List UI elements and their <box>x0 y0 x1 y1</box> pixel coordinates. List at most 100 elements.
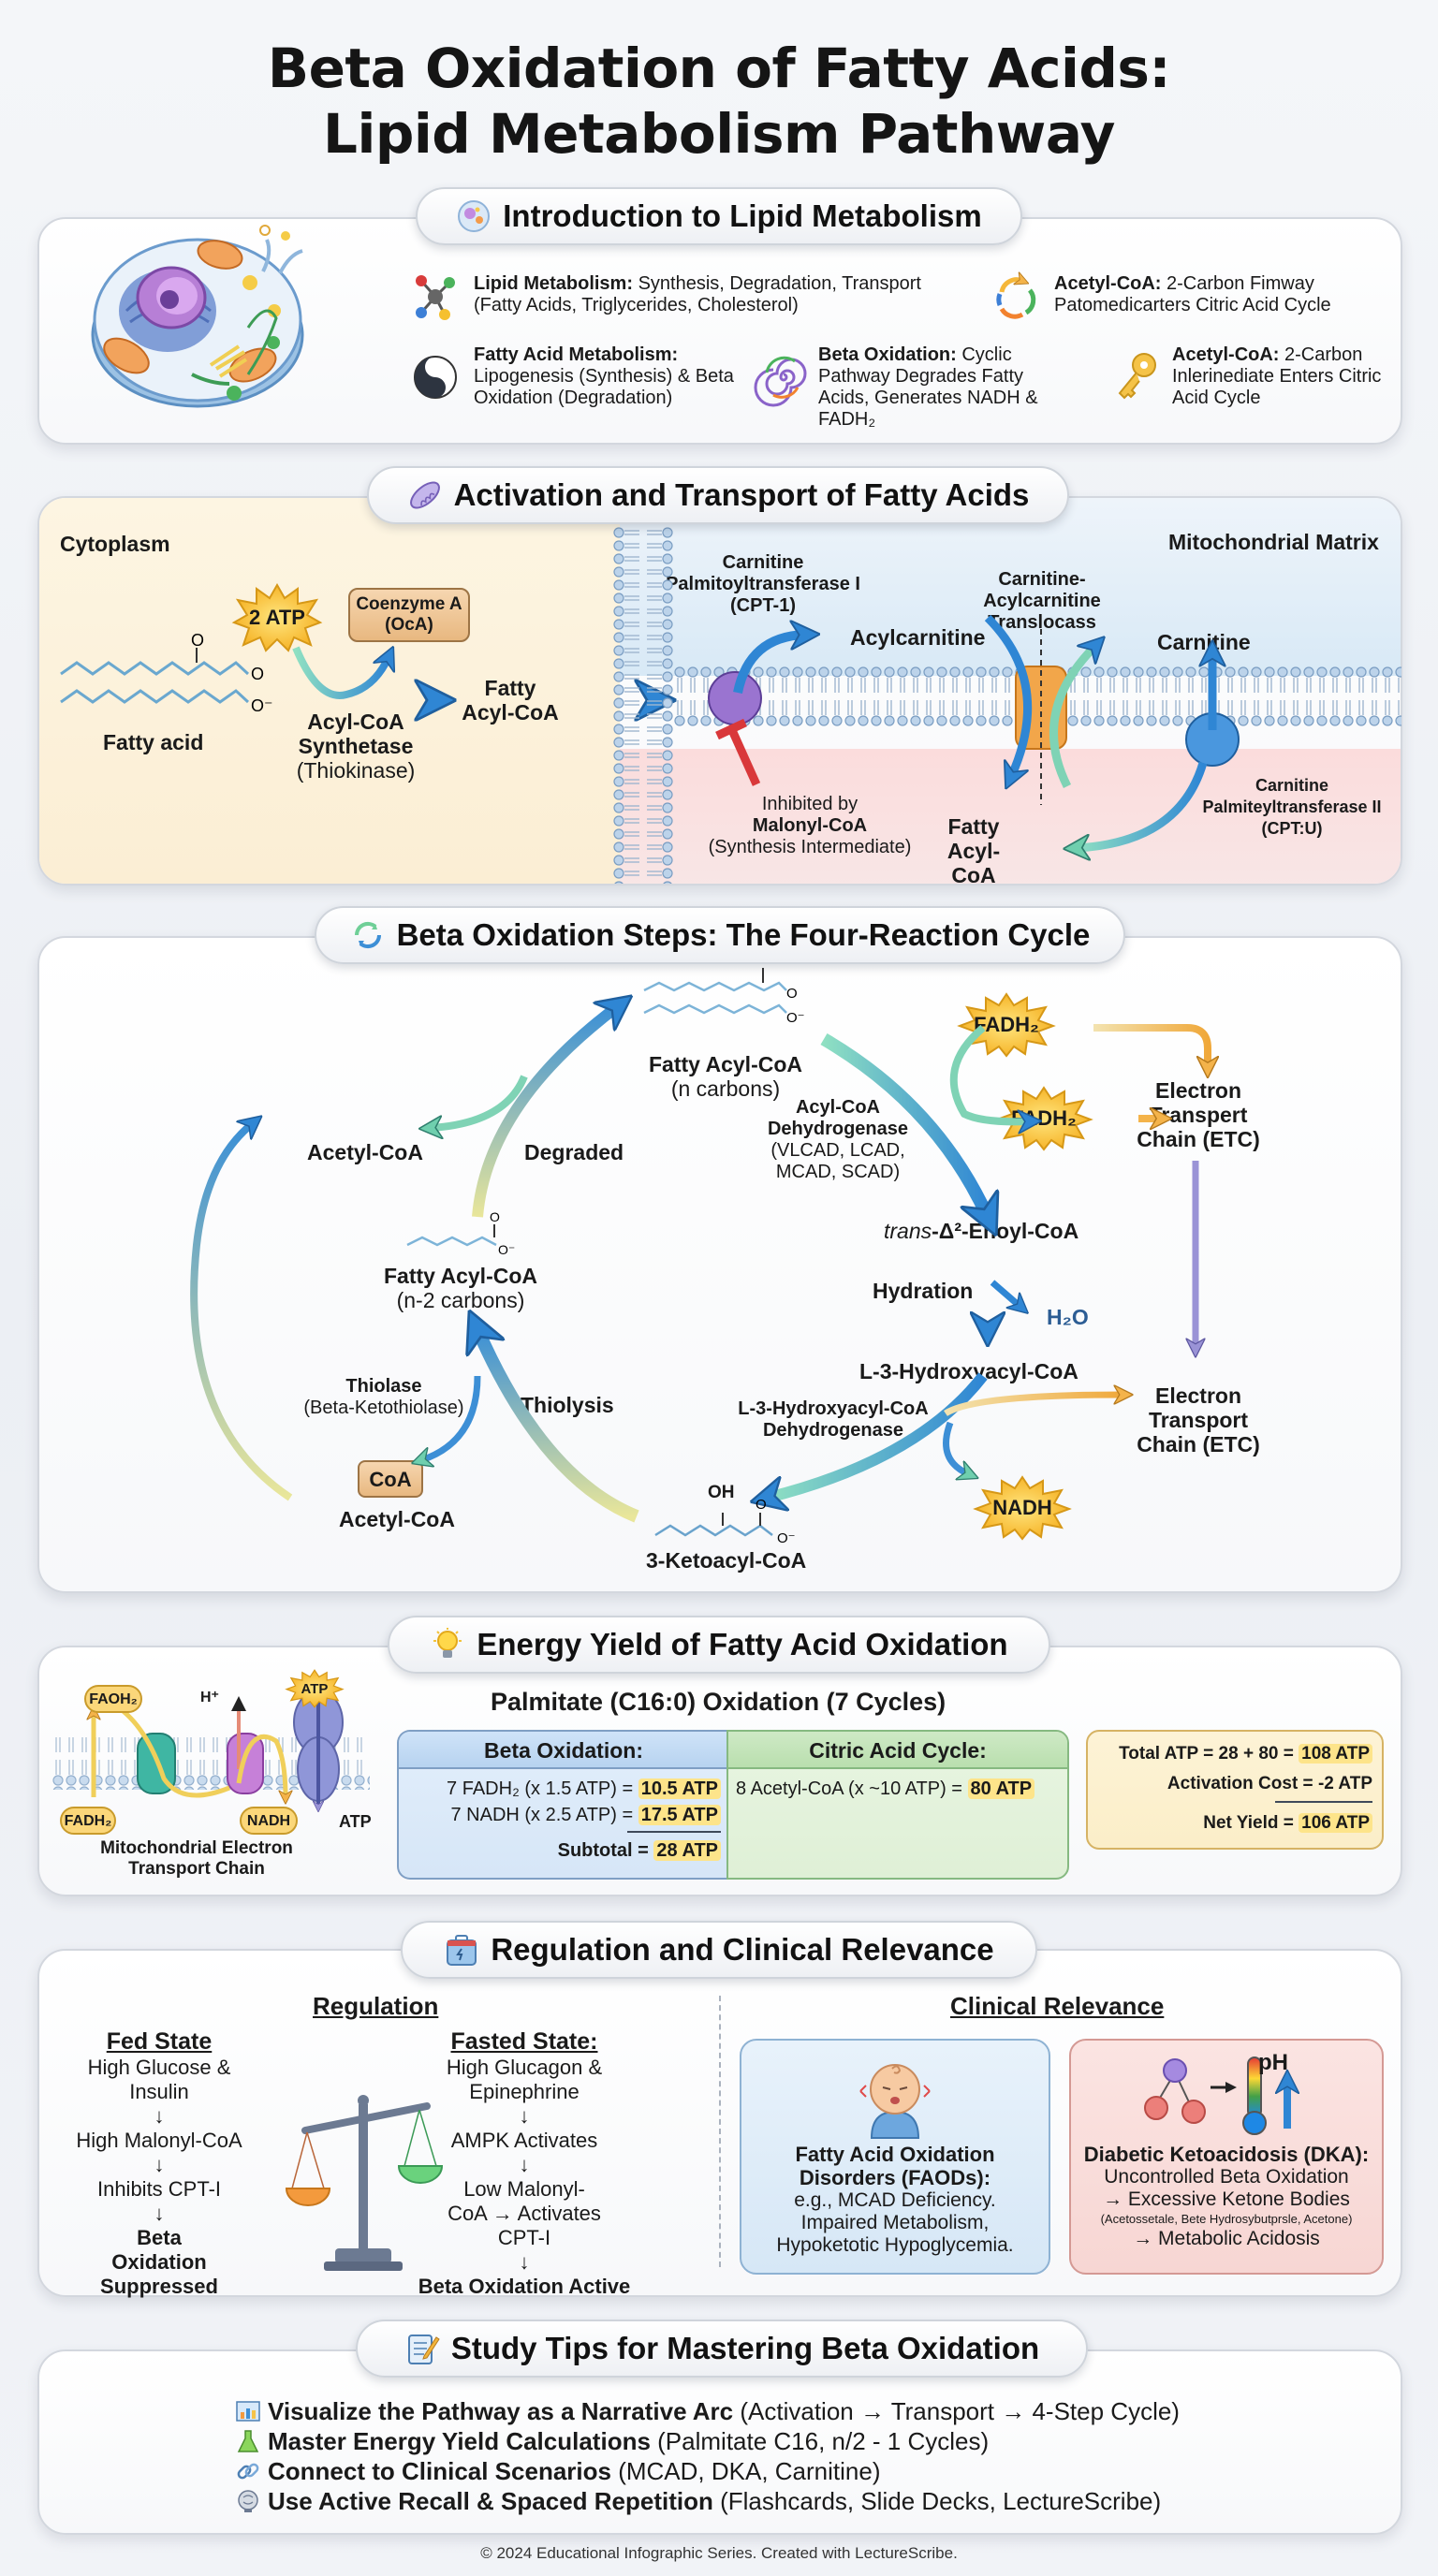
outer-membrane <box>613 526 673 884</box>
cell-icon <box>456 198 492 234</box>
balance-scale-icon <box>285 2095 444 2271</box>
cycle-arrows-icon <box>996 273 1036 319</box>
thiolysis-label: Thiolysis <box>521 1393 614 1417</box>
page-title: Beta Oxidation of Fatty Acids: Lipid Met… <box>267 37 1171 166</box>
atp-burst: 2 ATP <box>231 582 323 652</box>
fadh2-burst-bottom: FADH₂ <box>994 1086 1093 1151</box>
atp-summary-box: Total ATP = 28 + 80 = 108 ATP Activation… <box>1086 1730 1384 1850</box>
tip-item: Connect to Clinical Scenarios (MCAD, DKA… <box>236 2456 1313 2486</box>
cpt1-label: Carnitine Palmitoyltransferase I (CPT-1) <box>666 552 860 616</box>
etc-atp: ATP <box>339 1812 372 1831</box>
intro-heading: Introduction to Lipid Metabolism <box>416 187 1022 245</box>
translocase-label: Carnitine- Acylcarnitine Translocass <box>983 569 1101 633</box>
mitochondrion-icon <box>407 477 443 513</box>
cycle-graphics: O O O⁻ O O⁻ O O⁻ <box>190 952 1402 1546</box>
etc-nadh: NADH <box>240 1807 298 1835</box>
shortened-fatty-acyl-coa: Fatty Acyl-CoA (n-2 carbons) <box>384 1264 537 1312</box>
hydration-label: Hydration <box>873 1279 974 1303</box>
etc-fadh-bottom: FADH₂ <box>60 1807 116 1835</box>
beta-table-row: 7 FADH₂ (x 1.5 ATP) = 10.5 ATP <box>447 1778 721 1800</box>
intro-item-lipid-metabolism: Lipid Metabolism: Synthesis, Degradation… <box>412 271 955 328</box>
svg-text:O: O <box>251 665 264 683</box>
beta-table-subtotal: Subtotal = 28 ATP <box>558 1840 721 1862</box>
fasted-state-column: Fasted State: High Glucagon & Epinephrin… <box>418 2028 631 2298</box>
ketoacyl-oh-label: OH <box>708 1483 735 1502</box>
tips-list: Visualize the Pathway as a Narrative Arc… <box>236 2396 1313 2516</box>
notepad-icon <box>404 2331 440 2366</box>
tip-item: Master Energy Yield Calculations (Palmit… <box>236 2426 1313 2456</box>
hydroxyacyl-coa-label: L-3-Hydroxyacyl-CoA <box>859 1359 1078 1383</box>
etc-atp-burst: ATP <box>285 1668 345 1709</box>
lightbulb-icon <box>430 1627 465 1662</box>
beta-table-row: 7 NADH (x 2.5 ATP) = 17.5 ATP <box>450 1805 721 1826</box>
acyl-coa-dehydrogenase-label: Acyl-CoA Dehydrogenase (VLCAD, LCAD, MCA… <box>767 1097 909 1182</box>
citric-acid-table: Citric Acid Cycle: 8 Acetyl-CoA (x ~10 A… <box>726 1730 1069 1880</box>
activation-cost-row: Activation Cost = -2 ATP <box>1167 1774 1372 1793</box>
beta-oxidation-table: Beta Oxidation: 7 FADH₂ (x 1.5 ATP) = 10… <box>397 1730 728 1880</box>
citric-table-header: Citric Acid Cycle: <box>728 1732 1067 1769</box>
spiral-icon <box>754 356 807 407</box>
net-yield-row: Net Yield = 106 ATP <box>1203 1812 1372 1834</box>
cycle-icon <box>350 917 386 953</box>
fatty-acyl-coa-matrix: Fatty Acyl-CoA <box>946 814 1001 887</box>
link-icon <box>237 2463 259 2480</box>
animal-cell-illustration <box>91 225 304 408</box>
cpt2-label: Carnitine Palmiteyltransferase II (CPT:U… <box>1202 776 1382 838</box>
svg-text:O⁻: O⁻ <box>498 1242 515 1257</box>
crying-baby-icon <box>859 2064 931 2139</box>
yin-yang-icon <box>414 356 457 399</box>
total-atp-row: Total ATP = 28 + 80 = 108 ATP <box>1119 1743 1372 1764</box>
etc-fadh-top: FAOH₂ <box>84 1685 142 1713</box>
matrix-label: Mitochondrial Matrix <box>1168 530 1379 554</box>
thiolase-label: Thiolase (Beta-Ketothiolase) <box>303 1376 464 1418</box>
beta-table-header: Beta Oxidation: <box>399 1732 728 1769</box>
acylcarnitine-label: Acylcarnitine <box>850 625 986 650</box>
cpt1-transport-graphics <box>708 614 1240 871</box>
tips-heading: Study Tips for Mastering Beta Oxidation <box>356 2320 1088 2378</box>
enoyl-coa-label: trans-Δ²-Enoyl-CoA <box>884 1219 1079 1243</box>
brain-icon <box>238 2490 258 2512</box>
etc-h-plus: H⁺ <box>200 1690 219 1705</box>
citric-table-row: 8 Acetyl-CoA (x ~10 ATP) = 80 ATP <box>736 1778 1035 1800</box>
svg-text:O⁻: O⁻ <box>777 1530 796 1546</box>
etc-label-bottom: Electron Transport Chain (ETC) <box>1137 1383 1260 1456</box>
fatty-acid-label: Fatty acid <box>103 730 204 754</box>
svg-text:O⁻: O⁻ <box>786 1010 805 1026</box>
degraded-label: Degraded <box>524 1140 624 1164</box>
faod-card: Fatty Acid Oxidation Disorders (FAODs): … <box>740 2039 1050 2275</box>
etc-diagram <box>51 1690 370 1835</box>
chart-icon <box>236 2401 260 2422</box>
ketoacyl-coa-label: 3-Ketoacyl-CoA <box>646 1548 807 1573</box>
medical-kit-icon <box>444 1932 479 1968</box>
nadh-burst: NADH <box>973 1475 1072 1541</box>
ketone-thermometer-icon <box>1144 2056 1315 2135</box>
cycle-fatty-acyl-coa: Fatty Acyl-CoA (n carbons) <box>649 1052 802 1101</box>
molecule-icon <box>416 275 455 320</box>
regulation-heading: Regulation and Clinical Relevance <box>401 1921 1037 1979</box>
energy-subtitle: Palmitate (C16:0) Oxidation (7 Cycles) <box>491 1688 946 1716</box>
cycle-panel <box>37 936 1402 1593</box>
intro-item-beta-oxidation: Beta Oxidation: Cyclic Pathway Degrades … <box>754 344 1069 430</box>
dka-card: pH Diabetic Ketoacidosis (DKA): Uncontro… <box>1069 2039 1384 2275</box>
svg-text:O: O <box>191 631 204 650</box>
acetyl-coa-top: Acetyl-CoA <box>307 1140 423 1164</box>
cytoplasm-label: Cytoplasm <box>60 532 170 556</box>
intro-item-acetyl-coa-2: Acetyl-CoA: 2-Carbon Inlerinediate Enter… <box>1114 344 1395 419</box>
regulation-divider <box>719 1996 721 2267</box>
energy-heading: Energy Yield of Fatty Acid Oxidation <box>388 1616 1050 1674</box>
fadh2-burst-top: FADH₂ <box>957 992 1056 1058</box>
coa-box: CoA <box>358 1460 423 1498</box>
activation-heading: Activation and Transport of Fatty Acids <box>367 466 1069 524</box>
fatty-acyl-coa-cytoplasm: Fatty Acyl-CoA <box>462 676 559 724</box>
coenzyme-a-box: Coenzyme A (OcA) <box>348 588 470 642</box>
key-icon <box>1118 353 1156 400</box>
hydroxyacyl-dehydrogenase-label: L-3-Hydroxyacyl-CoA Dehydrogenase <box>738 1398 929 1441</box>
inhibition-label: Inhibited by Malonyl-CoA (Synthesis Inte… <box>708 794 912 857</box>
footer-text: © 2024 Educational Infographic Series. C… <box>480 2544 958 2562</box>
svg-text:O: O <box>490 1209 500 1224</box>
etc-caption: Mitochondrial Electron Transport Chain <box>100 1838 293 1879</box>
regulation-title: Regulation <box>313 1992 439 2020</box>
svg-text:O: O <box>786 986 798 1002</box>
fed-state-column: Fed State High Glucose & Insulin ↓ High … <box>76 2028 242 2298</box>
acyl-coa-synthetase-label: Acyl-CoA Synthetase (Thiokinase) <box>296 710 416 783</box>
